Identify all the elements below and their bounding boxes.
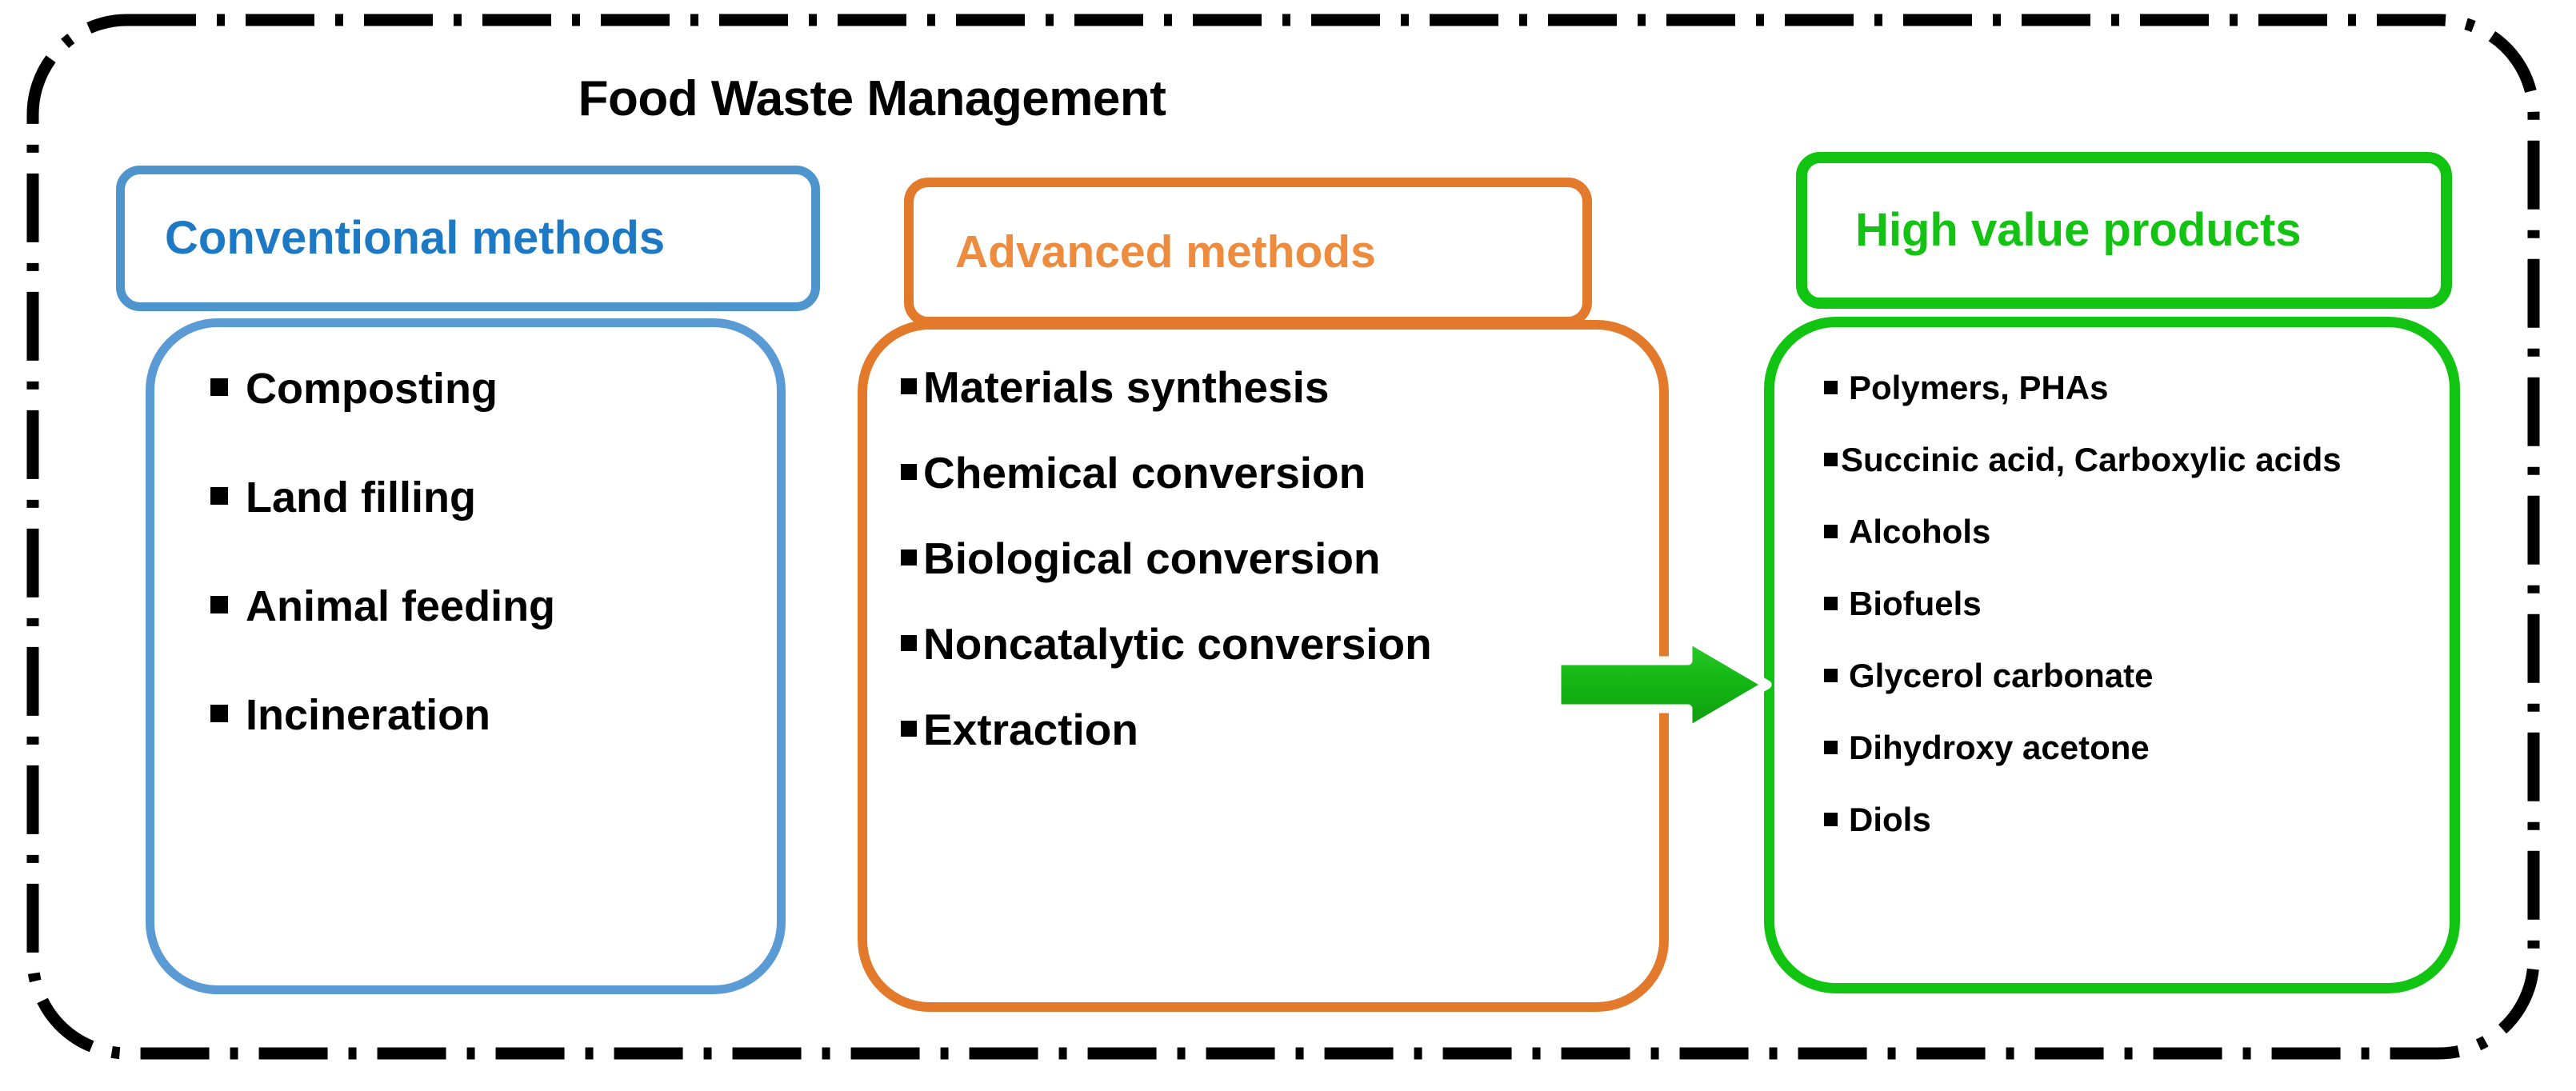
list-item-label: Succinic acid, Carboxylic acids [1841, 441, 2342, 478]
list-item[interactable]: Biofuels [1824, 587, 2450, 621]
advanced-to-products-arrow-icon [1552, 629, 1772, 741]
square-bullet-icon [901, 549, 917, 565]
list-item[interactable]: Glycerol carbonate [1824, 659, 2450, 693]
list-conventional-methods: Composting Land filling Animal feeding I… [154, 327, 777, 985]
list-item[interactable]: Noncatalytic conversion [901, 622, 1659, 666]
list-item-label: Biofuels [1849, 585, 1982, 622]
body-box-conventional-methods: Composting Land filling Animal feeding I… [146, 318, 786, 994]
list-item-label: Biological conversion [923, 534, 1381, 583]
list-item[interactable]: Incineration [210, 693, 777, 737]
list-item[interactable]: Composting [210, 367, 777, 410]
square-bullet-icon [1824, 381, 1838, 394]
body-box-advanced-methods: Materials synthesis Chemical conversion … [858, 320, 1669, 1012]
square-bullet-icon [1824, 597, 1838, 610]
list-item[interactable]: Chemical conversion [901, 451, 1659, 495]
list-item[interactable]: Diols [1824, 803, 2450, 837]
list-item-label: Dihydroxy acetone [1849, 729, 2150, 766]
list-item-label: Incineration [246, 691, 491, 739]
header-label-advanced-methods: Advanced methods [955, 226, 1376, 278]
list-item-label: Alcohols [1849, 513, 1991, 550]
list-advanced-methods: Materials synthesis Chemical conversion … [867, 330, 1659, 1002]
square-bullet-icon [901, 635, 917, 651]
square-bullet-icon [901, 378, 917, 394]
square-bullet-icon [1824, 669, 1838, 682]
list-item-label: Noncatalytic conversion [923, 619, 1432, 669]
header-box-conventional-methods[interactable]: Conventional methods [116, 166, 820, 311]
header-label-conventional-methods: Conventional methods [165, 212, 666, 264]
square-bullet-icon [210, 705, 228, 722]
list-item[interactable]: Land filling [210, 476, 777, 519]
list-item[interactable]: Extraction [901, 708, 1659, 752]
list-item[interactable]: Dihydroxy acetone [1824, 731, 2450, 765]
body-box-high-value-products: Polymers, PHAs Succinic acid, Carboxylic… [1764, 317, 2460, 993]
square-bullet-icon [210, 378, 228, 396]
square-bullet-icon [901, 464, 917, 480]
square-bullet-icon [210, 487, 228, 505]
list-item-label: Extraction [923, 705, 1138, 754]
list-item[interactable]: Polymers, PHAs [1824, 371, 2450, 405]
square-bullet-icon [210, 596, 228, 613]
list-item-label: Land filling [246, 474, 476, 522]
list-item[interactable]: Alcohols [1824, 515, 2450, 549]
list-item[interactable]: Succinic acid, Carboxylic acids [1824, 443, 2450, 477]
list-item[interactable]: Biological conversion [901, 537, 1659, 581]
list-item-label: Animal feeding [246, 582, 556, 630]
list-item-label: Glycerol carbonate [1849, 657, 2154, 694]
list-item-label: Diols [1849, 801, 1931, 838]
list-item-label: Materials synthesis [923, 362, 1330, 412]
page-title: Food Waste Management [578, 71, 1166, 126]
header-label-high-value-products: High value products [1855, 204, 2302, 256]
header-box-high-value-products[interactable]: High value products [1796, 152, 2452, 309]
list-item-label: Polymers, PHAs [1849, 369, 2109, 406]
header-box-advanced-methods[interactable]: Advanced methods [904, 178, 1592, 326]
list-item[interactable]: Animal feeding [210, 585, 777, 628]
square-bullet-icon [1824, 813, 1838, 826]
list-item[interactable]: Materials synthesis [901, 366, 1659, 410]
square-bullet-icon [1824, 525, 1838, 538]
list-item-label: Composting [246, 365, 498, 413]
square-bullet-icon [901, 721, 917, 737]
list-high-value-products: Polymers, PHAs Succinic acid, Carboxylic… [1774, 327, 2450, 983]
list-item-label: Chemical conversion [923, 448, 1366, 498]
square-bullet-icon [1824, 741, 1838, 754]
square-bullet-icon [1824, 453, 1838, 466]
